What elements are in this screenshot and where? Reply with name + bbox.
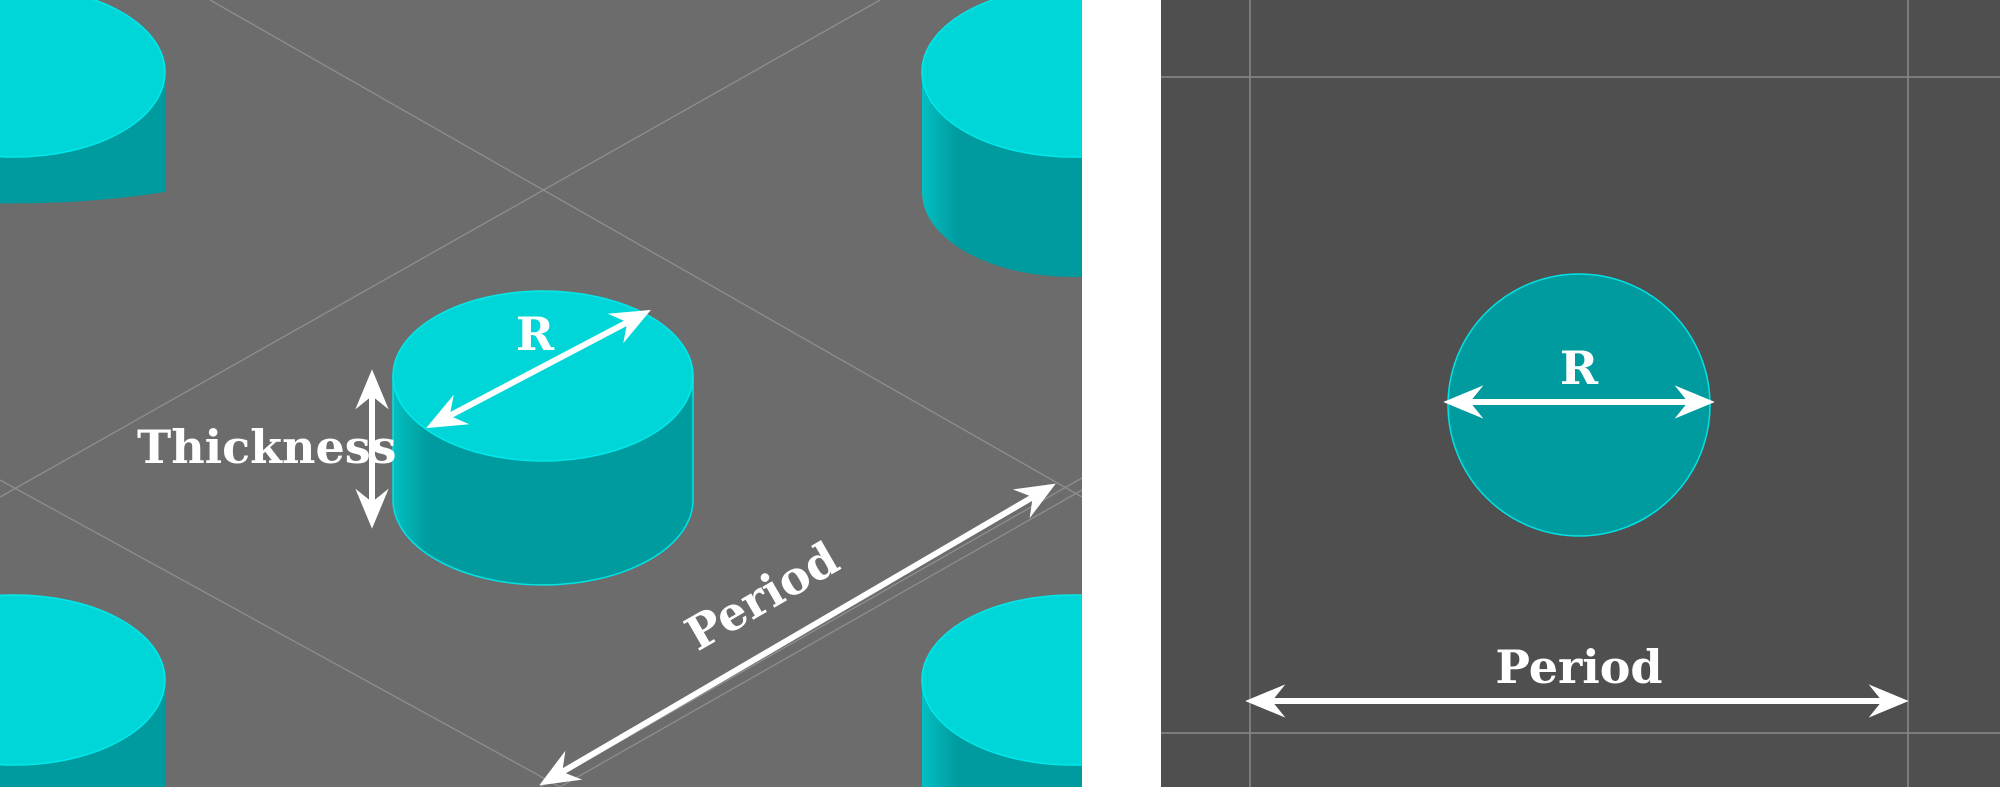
cylinder-top-left [0, 0, 166, 204]
radius-arrow [426, 309, 651, 429]
radius-label: R [516, 307, 555, 361]
thickness-label: Thickness [137, 420, 397, 474]
radius-label-top-view: R [1560, 341, 1599, 395]
top-view-grid-lines [1161, 0, 2000, 787]
period-arrow-isometric [539, 483, 1056, 786]
cylinder-top-right [921, 0, 1082, 277]
cylinder-bottom-left [0, 594, 166, 787]
panel-separator [1082, 0, 1161, 787]
isometric-view-panel: R Thickness Period [0, 0, 1082, 787]
top-view-panel: R Period [1161, 0, 2000, 787]
period-label-top-view: Period [1495, 640, 1662, 694]
